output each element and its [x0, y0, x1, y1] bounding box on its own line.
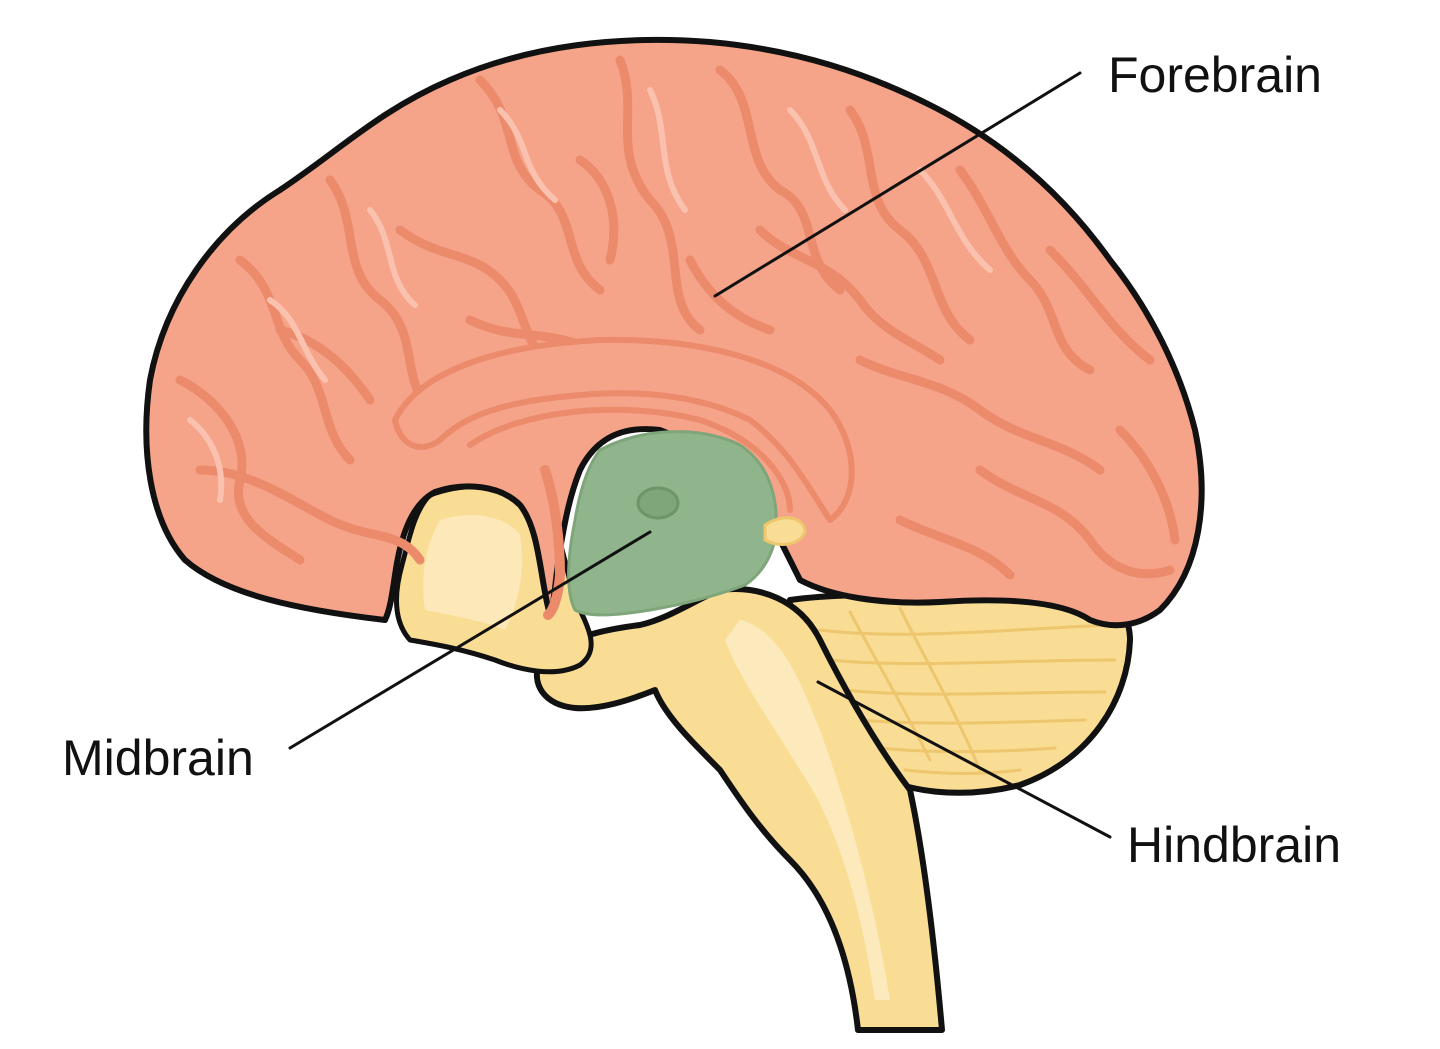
midbrain-label: Midbrain — [62, 730, 254, 786]
forebrain-label: Forebrain — [1108, 47, 1322, 103]
forebrain-leader-line — [713, 71, 1082, 298]
midbrain-region — [567, 430, 807, 617]
leader-lines — [288, 71, 1112, 839]
pineal-body — [763, 516, 807, 546]
midbrain-nucleus — [636, 486, 680, 520]
fornix — [467, 406, 793, 513]
diencephalon-highlight — [423, 515, 522, 630]
hindbrain-label: Hindbrain — [1127, 817, 1342, 873]
corpus-callosum — [392, 336, 855, 523]
cerebrum-highlights — [187, 87, 993, 503]
cerebellum-folia — [818, 606, 1117, 775]
fornix-pillar — [540, 465, 566, 620]
hindbrain-leader-line — [816, 680, 1112, 839]
midbrain-leader-line — [288, 530, 652, 750]
brainstem-highlight — [725, 620, 890, 1000]
forebrain-region — [143, 36, 1205, 629]
midbrain — [567, 430, 778, 617]
